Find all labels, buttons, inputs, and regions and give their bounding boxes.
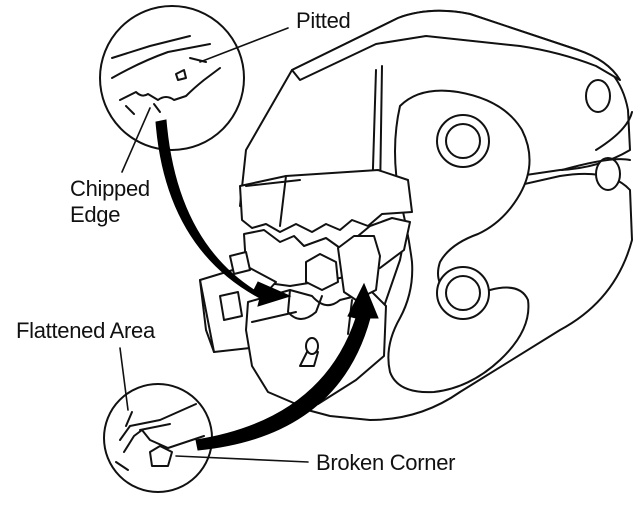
arrow-lower	[195, 282, 379, 451]
leader-chipped	[121, 107, 151, 173]
label-broken-text: Broken Corner	[316, 450, 456, 475]
label-chipped-line2: Edge	[70, 202, 121, 227]
link-plate	[387, 89, 531, 394]
arrows	[155, 119, 379, 451]
label-chipped-line1: Chipped	[70, 176, 150, 201]
label-flattened-text: Flattened Area	[16, 318, 155, 343]
arrow-upper	[155, 119, 292, 307]
leader-lines	[119, 27, 309, 463]
upper-die	[239, 169, 413, 233]
label-pitted-text: Pitted	[296, 8, 351, 33]
magnifier-bottom	[103, 383, 213, 493]
leader-broken	[175, 455, 309, 463]
label-broken-corner: Broken Corner	[316, 450, 455, 476]
leader-pitted	[199, 27, 289, 63]
label-pitted: Pitted	[296, 8, 351, 34]
label-flattened-area: Flattened Area	[16, 318, 155, 344]
label-chipped-edge: Chipped Edge	[70, 176, 150, 228]
magnifier-top	[99, 5, 245, 151]
leader-flattened	[119, 347, 129, 411]
